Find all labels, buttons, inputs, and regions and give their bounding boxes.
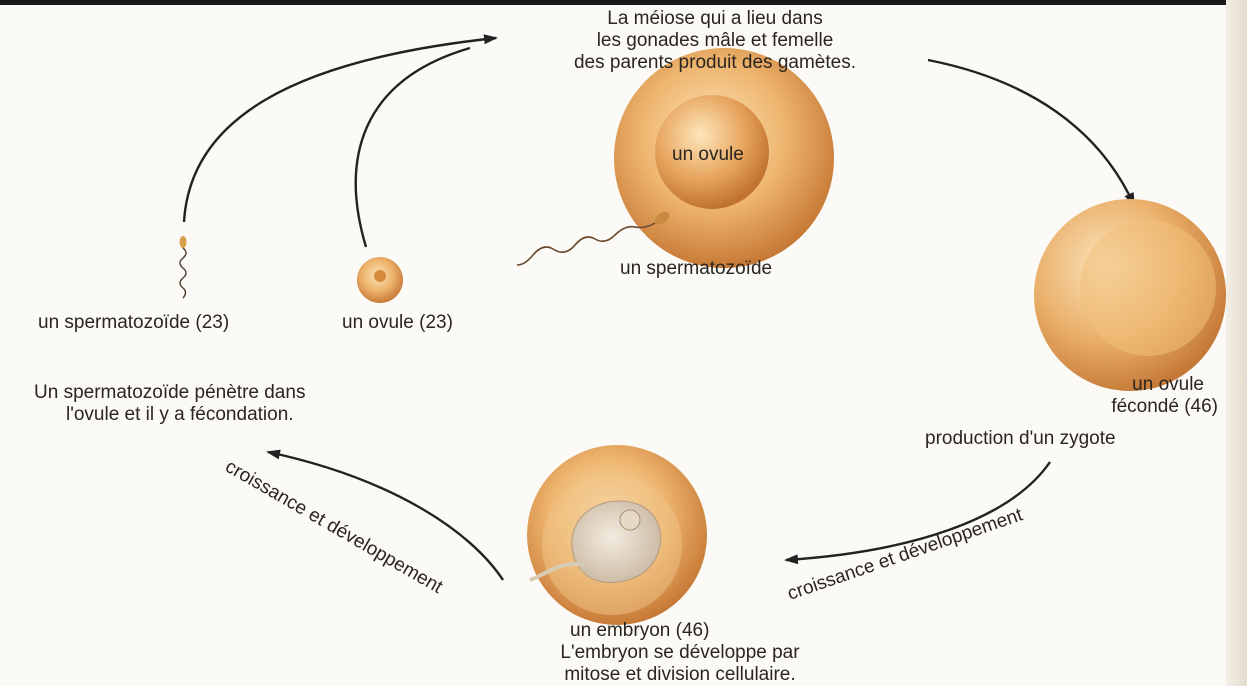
meiosis-caption-line3: des parents produit des gamètes.: [480, 52, 950, 74]
embryo-cell: [527, 445, 707, 625]
sperm-gamete-label: un spermatozoïde (23): [38, 312, 229, 334]
embryo-caption-line2: mitose et division cellulaire.: [460, 664, 900, 686]
fertilized-ovum: [1034, 199, 1226, 391]
growth-label-right: croissance et développement: [785, 504, 1026, 605]
growth-label-left: croissance et développement: [222, 456, 447, 598]
zygote-caption: production d'un zygote: [925, 428, 1116, 450]
ovum-gamete-label: un ovule (23): [342, 312, 453, 334]
sperm-gamete: [180, 236, 187, 298]
fertilization-caption: Un spermatozoïde pénètre dans l'ovule et…: [34, 382, 305, 426]
embryo-label: un embryon (46): [570, 620, 709, 642]
meiosis-caption-line1: La méiose qui a lieu dans: [480, 8, 950, 30]
fertilized-ovum-label-line2: fécondé (46): [1060, 396, 1218, 418]
fertilization-caption-line1: Un spermatozoïde pénètre dans: [34, 382, 305, 404]
fertilized-ovum-label-line1: un ovule: [1060, 374, 1218, 396]
meiosis-caption-line2: les gonades mâle et femelle: [480, 30, 950, 52]
central-ovum-label: un ovule: [672, 144, 744, 166]
fertilized-ovum-label: un ovule fécondé (46): [1060, 374, 1218, 418]
meiosis-caption: La méiose qui a lieu dans les gonades mâ…: [480, 8, 950, 74]
embryo-caption: L'embryon se développe par mitose et div…: [460, 642, 900, 686]
arrow-sperm-to-meiosis: [184, 38, 496, 222]
central-sperm-label: un spermatozoïde: [620, 258, 772, 280]
fertilization-caption-line2: l'ovule et il y a fécondation.: [34, 404, 305, 426]
arrow-meiosis-to-fertilized: [928, 60, 1134, 205]
arrow-ovum-to-meiosis: [356, 48, 470, 247]
embryo-caption-line1: L'embryon se développe par: [460, 642, 900, 664]
ovum-gamete: [357, 257, 403, 303]
